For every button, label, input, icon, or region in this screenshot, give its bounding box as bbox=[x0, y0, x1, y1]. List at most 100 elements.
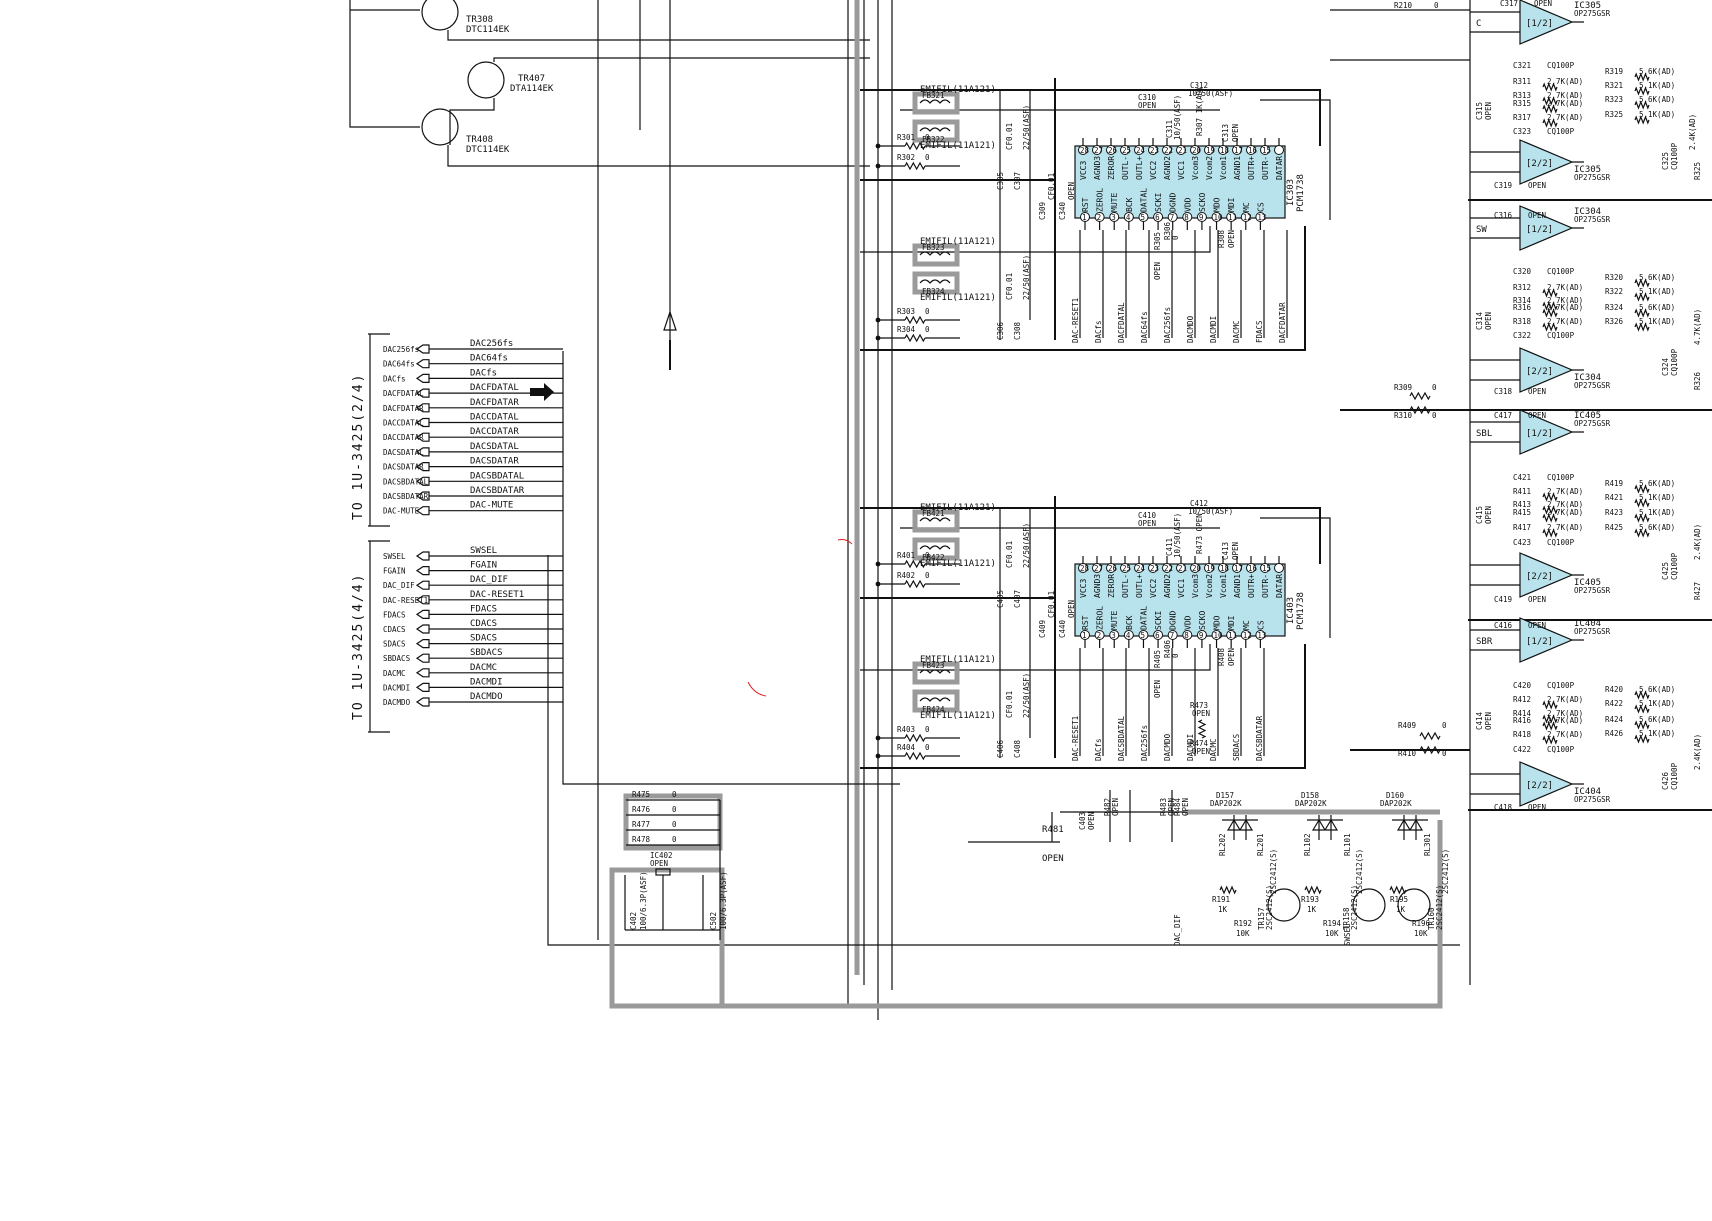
ic-pin-number: 16 bbox=[1248, 146, 1258, 155]
capacitor-ref: C305 bbox=[996, 172, 1005, 190]
resistor bbox=[1542, 505, 1558, 515]
resistor-val: 10K bbox=[1414, 929, 1428, 938]
ic-pin-name: Vcom2 bbox=[1205, 156, 1214, 180]
ic-pin-number: 16 bbox=[1248, 564, 1258, 573]
ic-pin-number: 9 bbox=[1199, 631, 1204, 640]
capacitor-val: CQ100P bbox=[1670, 762, 1679, 790]
r476-val: 0 bbox=[672, 805, 677, 814]
connector-pin-label: DAC-RESET1 bbox=[383, 596, 428, 605]
connector-pin-label: DACSDATAL bbox=[383, 448, 424, 457]
part-val: 0 bbox=[1432, 383, 1437, 392]
signal-label: SBDACS bbox=[1232, 733, 1241, 761]
connector-pin-label: DACMC bbox=[383, 669, 406, 678]
ic-pin-number: 23 bbox=[1150, 564, 1159, 573]
ic-pin-number: 27 bbox=[1094, 146, 1103, 155]
ic-pin-pad bbox=[1123, 630, 1134, 640]
ferrite-shield bbox=[912, 119, 960, 143]
resistor-ref: R192 bbox=[1234, 919, 1252, 928]
dac-ic-part: PCM1738 bbox=[1296, 592, 1306, 630]
opamp-half: [1/2] bbox=[1526, 637, 1553, 647]
part-val: 2.7K(AD) bbox=[1547, 91, 1583, 100]
resistor bbox=[1542, 735, 1558, 745]
connector-pin bbox=[415, 476, 563, 486]
capacitor-ref: C310 bbox=[1138, 93, 1157, 102]
capacitor-ref: C405 bbox=[996, 590, 1005, 608]
relay-ref: RL301 bbox=[1423, 833, 1432, 856]
ferrite-coil bbox=[919, 669, 951, 674]
ic-pin-number: 28 bbox=[1080, 564, 1090, 573]
connector-net-label: DAC256fs bbox=[470, 339, 513, 349]
ferrite-coil bbox=[919, 127, 951, 132]
capacitor-val: 22/50(ASF) bbox=[1022, 673, 1031, 718]
ic-pin-name: OUTR- bbox=[1261, 156, 1270, 180]
capacitor-ref: C412 bbox=[1190, 499, 1208, 508]
dac-ic-part: PCM1738 bbox=[1296, 174, 1306, 212]
junction-dot bbox=[875, 561, 881, 567]
connector-net-label: FGAIN bbox=[470, 561, 497, 571]
ic-pin-name: AGND2 bbox=[1163, 574, 1172, 598]
junction-dot bbox=[875, 143, 881, 149]
connector-pin bbox=[415, 639, 563, 649]
ic-pin-name: SCKO bbox=[1198, 611, 1207, 630]
connector-pin bbox=[415, 697, 563, 707]
connector-net-label: SWSEL bbox=[470, 546, 497, 556]
wire bbox=[860, 507, 1321, 564]
opamp-part: OP275GSR bbox=[1574, 381, 1611, 390]
ic-pin-name: VCC3 bbox=[1079, 161, 1088, 180]
part-val: 2.7K(AD) bbox=[1547, 317, 1583, 326]
connector-pin-label: DACCDATAL bbox=[383, 419, 424, 428]
connector-top-rows: DAC256fsDAC256fsDAC64fsDAC64fsDACfsDACfs… bbox=[383, 339, 563, 516]
ic-pin-pad bbox=[1134, 145, 1144, 155]
ferrite-ref: FB423 bbox=[922, 661, 945, 670]
connector-net-label: CDACS bbox=[470, 619, 497, 629]
ic-pin-name: MC bbox=[1242, 620, 1251, 630]
part-ref: R314 bbox=[1513, 296, 1532, 305]
connector-pin bbox=[415, 432, 563, 442]
connector-pin bbox=[415, 462, 563, 472]
ferrite-part: EMIFIL(11A121) bbox=[920, 85, 996, 95]
resistor bbox=[1634, 115, 1650, 125]
ferrite-ref: FB422 bbox=[922, 553, 945, 562]
capacitor-val: OPEN bbox=[1138, 101, 1156, 110]
ic-pin-pad bbox=[1204, 145, 1214, 155]
resistor bbox=[1542, 322, 1558, 332]
diode-ref: D160 bbox=[1386, 791, 1405, 800]
ic-pin-name: AGND3 bbox=[1093, 156, 1102, 180]
resistor-ref: R305 bbox=[1153, 232, 1162, 250]
signal-label: DACMDO bbox=[1186, 315, 1195, 343]
resistor bbox=[1634, 72, 1650, 82]
part-ref: C319 bbox=[1494, 181, 1512, 190]
connector-pin bbox=[415, 580, 563, 590]
ic-pin-name: MUTE bbox=[1110, 193, 1119, 212]
part-ref: C320 bbox=[1513, 267, 1532, 276]
part-ref: R318 bbox=[1513, 317, 1532, 326]
ic-pin-name: VCC3 bbox=[1079, 579, 1088, 598]
resistor bbox=[1634, 734, 1650, 744]
capacitor-val: 22/50(ASF) bbox=[1022, 523, 1031, 568]
ic-pin-name: SCKI bbox=[1154, 193, 1163, 212]
resistor-ref: R402 bbox=[897, 571, 915, 580]
ic-pin-name: OUTL- bbox=[1121, 156, 1130, 180]
resistor bbox=[1634, 86, 1650, 96]
part-val: 2.7K(AD) bbox=[1547, 730, 1583, 739]
junction-dot bbox=[875, 753, 881, 759]
ic-pin-pad bbox=[1226, 212, 1237, 222]
ic-pin-pad bbox=[1240, 630, 1251, 640]
transistor-ref: TR158 bbox=[1342, 907, 1351, 930]
ferrite-coil bbox=[919, 517, 951, 522]
part-val: OPEN bbox=[1528, 387, 1546, 396]
opamp-ref: IC304 bbox=[1574, 373, 1601, 383]
connector-pin bbox=[415, 506, 563, 516]
part-val: OPEN bbox=[1528, 181, 1546, 190]
connector-pin bbox=[415, 682, 563, 692]
connector-net-label: DACSDATAR bbox=[470, 457, 519, 467]
part-ref: R422 bbox=[1605, 699, 1623, 708]
tr407-ref: TR407 bbox=[518, 74, 545, 84]
connector-pin-label: SDACS bbox=[383, 640, 406, 649]
edge-part-val: 2.4K(AD) bbox=[1688, 114, 1697, 150]
ic-pin-name: Vcom3 bbox=[1191, 156, 1200, 180]
part-val: 5.1K(AD) bbox=[1639, 699, 1675, 708]
part-ref: C316 bbox=[1494, 211, 1513, 220]
ic-pin-name: RST bbox=[1081, 615, 1090, 630]
resistor bbox=[1634, 292, 1650, 302]
